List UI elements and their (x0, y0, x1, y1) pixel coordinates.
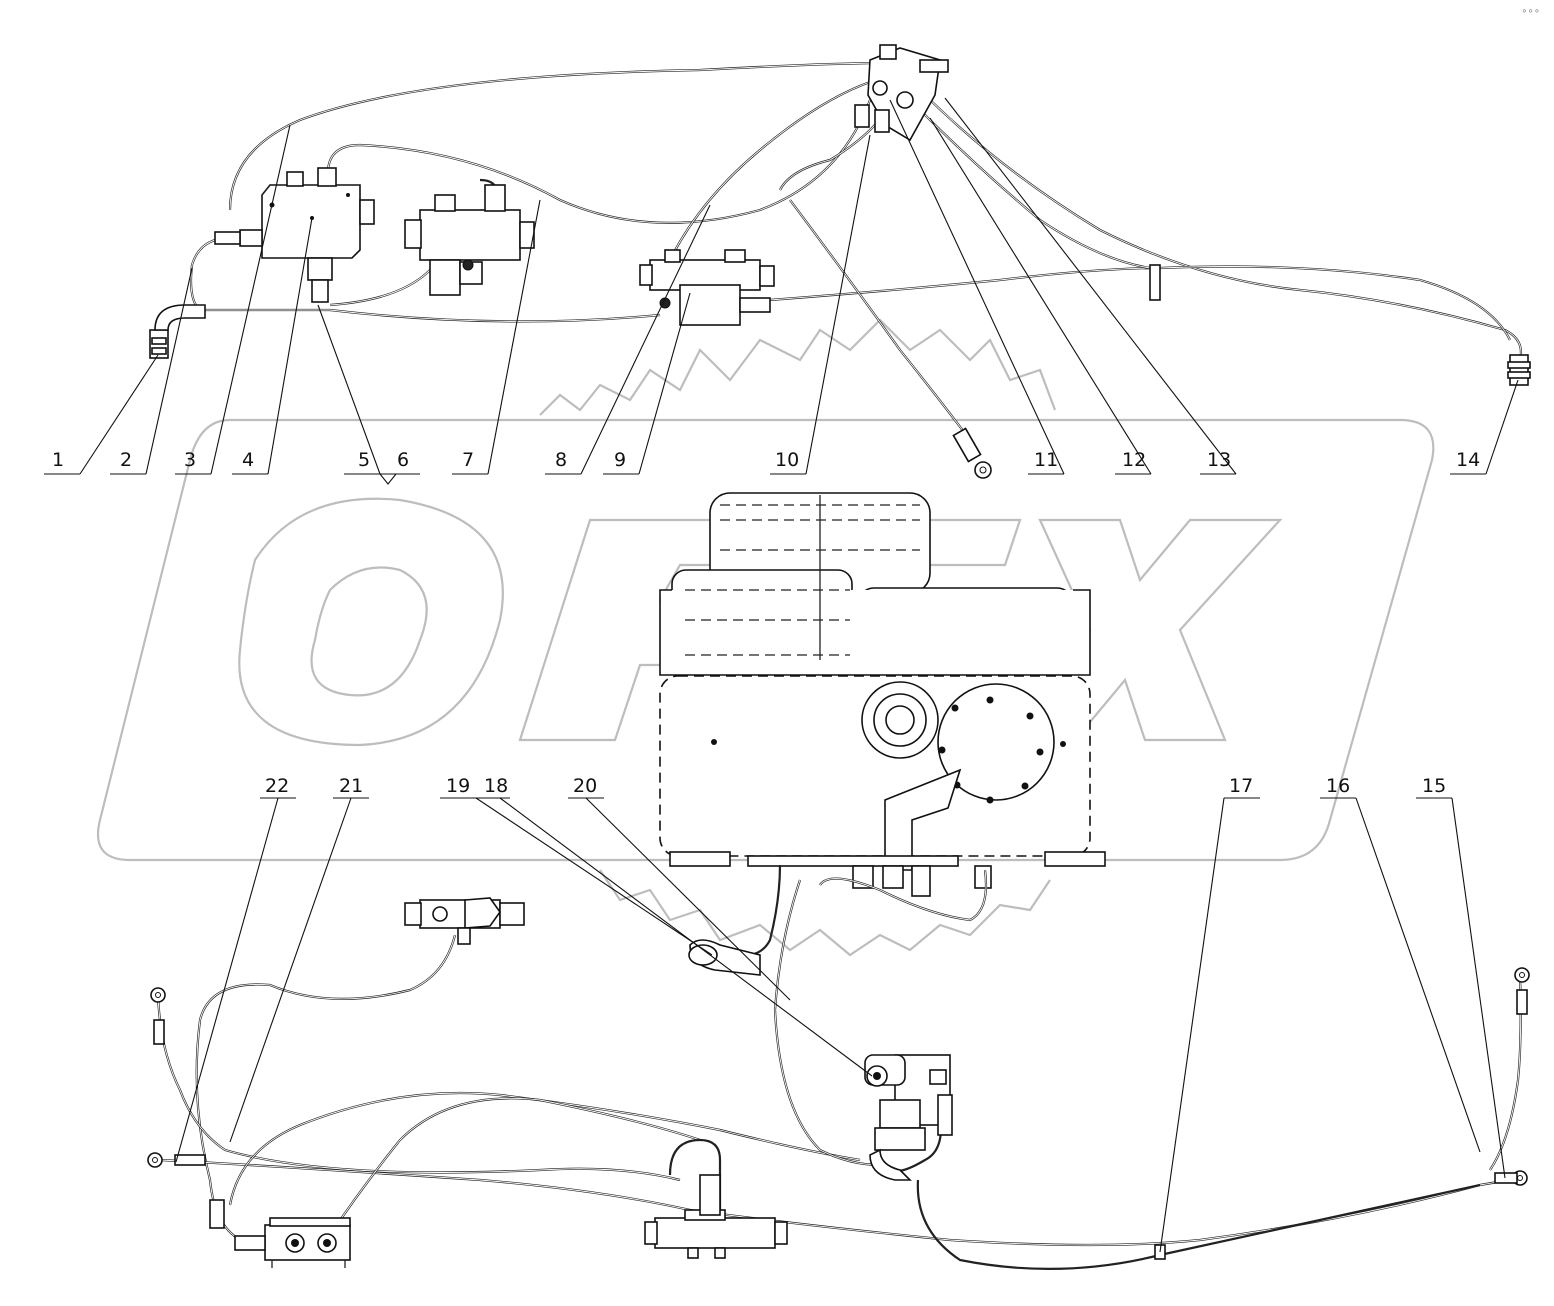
control-block (214, 167, 375, 303)
fitting-right (1149, 264, 1531, 386)
callout-4: 4 (242, 449, 254, 471)
callout-13: 13 (1207, 449, 1231, 471)
bottom-hoses (156, 864, 1522, 1270)
callout-21: 21 (339, 775, 363, 797)
callout-9: 9 (614, 449, 626, 471)
fitting-left (149, 304, 206, 359)
multi-valve-bottom (644, 1174, 788, 1259)
solenoid-valve (639, 249, 775, 326)
top-hoses (158, 61, 1523, 441)
callout-17: 17 (1229, 775, 1253, 797)
callout-20: 20 (573, 775, 597, 797)
callout-7: 7 (462, 449, 474, 471)
callout-8: 8 (555, 449, 567, 471)
grille (685, 495, 920, 660)
callout-15: 15 (1422, 775, 1446, 797)
callout-3: 3 (184, 449, 196, 471)
top-manifold (854, 44, 949, 142)
bottom-components (147, 897, 1530, 1268)
callout-5: 5 (358, 449, 370, 471)
callout-12: 12 (1122, 449, 1146, 471)
callout-6: 6 (397, 449, 409, 471)
priority-valve (209, 1199, 351, 1268)
callout-16: 16 (1326, 775, 1350, 797)
callout-2: 2 (120, 449, 132, 471)
callout-22: 22 (265, 775, 289, 797)
callout-18: 18 (484, 775, 508, 797)
center-unit (659, 492, 1106, 897)
callout-19: 19 (446, 775, 470, 797)
directional-valve-top (404, 184, 535, 296)
callout-10: 10 (775, 449, 799, 471)
corner-mark: ∘∘∘ (1521, 6, 1540, 17)
inline-valve-bottom (404, 897, 525, 945)
hose-end-eye (952, 427, 992, 479)
steering-unit (864, 1054, 953, 1181)
hose-ends (147, 967, 1530, 1260)
callout-14: 14 (1456, 449, 1480, 471)
top-components (149, 44, 1531, 479)
elbow-pipe (688, 939, 761, 976)
leader-lines (44, 97, 1519, 1253)
callout-labels: 1 2 3 4 5 6 7 8 9 10 11 12 13 14 22 21 1… (52, 449, 1480, 797)
callout-1: 1 (52, 449, 64, 471)
callout-11: 11 (1034, 449, 1058, 471)
